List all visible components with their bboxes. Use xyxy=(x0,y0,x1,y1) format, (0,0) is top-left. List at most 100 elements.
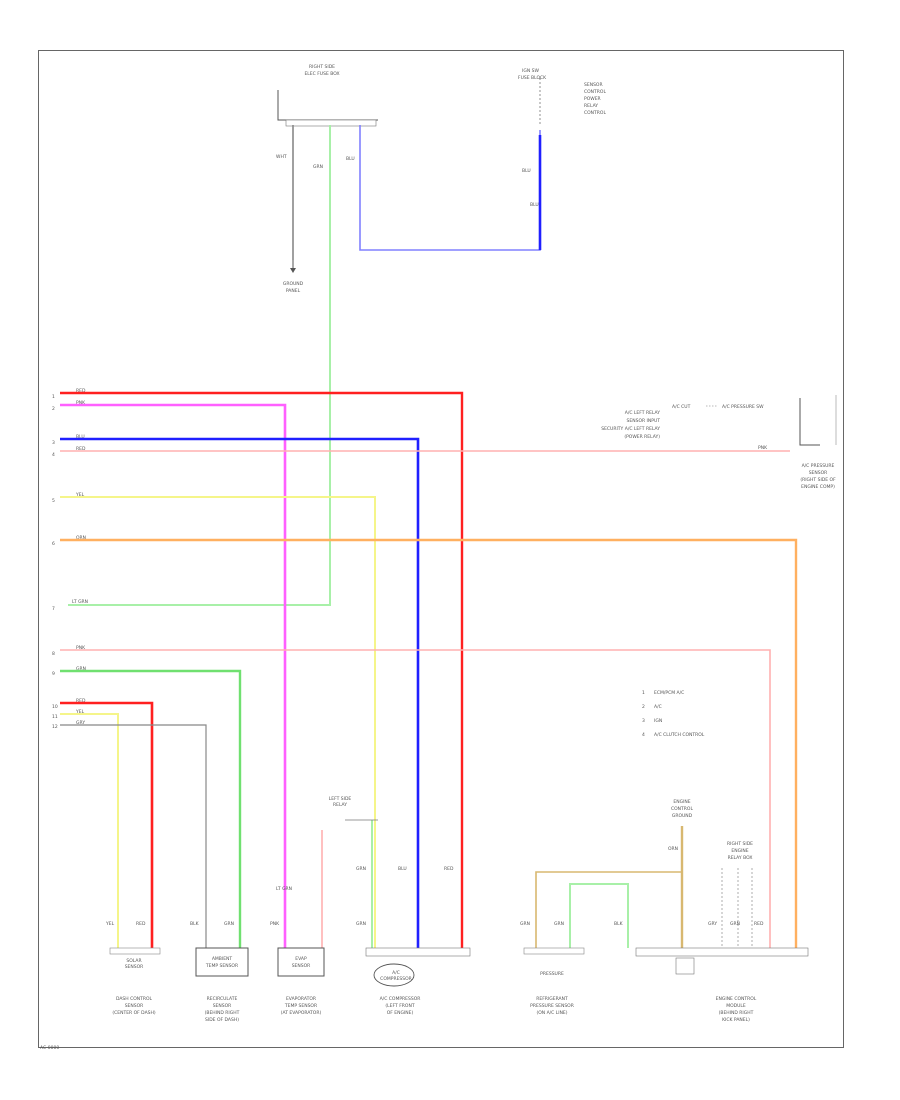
ambient-sensor-line-1: AMBIENT xyxy=(212,956,233,962)
pressure-sensor: PRESSURE REFRIGERANT PRESSURE SENSOR (ON… xyxy=(523,947,585,1016)
pin-10: 10 xyxy=(52,704,58,710)
legend-item-3-text: IGN xyxy=(654,718,662,724)
bottom-label-13: BLK xyxy=(614,921,624,927)
evap-sensor-box xyxy=(277,947,325,977)
bottom-label-11: GRN xyxy=(520,921,530,927)
pin-1: 1 xyxy=(52,394,55,400)
ecm-subconnector xyxy=(675,957,695,975)
ambient-sensor-box xyxy=(195,947,249,977)
bottom-label-17: ORN xyxy=(668,846,678,852)
solar-sensor-line-2: SENSOR xyxy=(125,964,144,970)
ignition-label-1: IGN SW xyxy=(522,68,539,74)
wire-orange-1 xyxy=(60,538,798,948)
switch-label-1: LEFT SIDE xyxy=(329,796,352,802)
pin-8: 8 xyxy=(52,651,55,657)
pin-11: 11 xyxy=(52,714,58,720)
wire-label-5: YEL xyxy=(75,492,85,498)
pressure-sensor-desc-1: REFRIGERANT xyxy=(536,996,568,1002)
pin-3: 3 xyxy=(52,440,55,446)
switch-text-3: (RIGHT SIDE OF xyxy=(800,477,836,483)
evap-sensor-desc-3: (AT EVAPORATOR) xyxy=(281,1010,322,1016)
wire-light-green-loop xyxy=(569,883,629,948)
ambient-sensor-line-2: TEMP SENSOR xyxy=(205,963,238,969)
bottom-label-12: GRN xyxy=(554,921,564,927)
ground-arrow xyxy=(290,268,296,273)
ground-label-1: GROUND xyxy=(283,281,304,287)
ambient-sensor-desc-3: (BEHIND RIGHT xyxy=(205,1010,240,1016)
right-relay-2: ENGINE xyxy=(731,848,748,854)
legend-item-2-text: A/C xyxy=(654,704,662,710)
wire-label-11: YEL xyxy=(75,709,85,715)
wire-label-3: BLU xyxy=(76,434,85,440)
wire-yellow-1 xyxy=(60,496,376,948)
pressure-sensor-connector xyxy=(523,947,585,955)
bottom-label-9: RED xyxy=(444,866,454,872)
ambient-sensor-desc-4: SIDE OF DASH) xyxy=(205,1017,239,1023)
right-relay-3: RELAY BOX xyxy=(728,855,753,861)
page-id: AC-0000 xyxy=(40,1046,60,1051)
ac-compressor: A/C COMPRESSOR A/C COMPRESSOR (LEFT FRON… xyxy=(365,947,471,1016)
compressor-connector xyxy=(365,947,471,957)
engine-ground: ENGINE CONTROL GROUND xyxy=(671,799,693,819)
top-wire-label-5: BLU xyxy=(530,202,539,208)
solar-sensor: SOLAR SENSOR DASH CONTROL SENSOR (CENTER… xyxy=(109,947,161,1016)
ignition-note-3: POWER xyxy=(584,96,601,102)
bottom-label-15: GRN xyxy=(730,921,740,927)
pin-2: 2 xyxy=(52,406,55,412)
ground-label-2: PANEL xyxy=(286,288,301,294)
wire-label-7: LT GRN xyxy=(72,599,88,605)
ambient-sensor: AMBIENT TEMP SENSOR RECIRCULATE SENSOR (… xyxy=(195,947,249,1023)
switch-text-4: ENGINE COMP) xyxy=(801,484,835,490)
right-connector-text-2: SENSOR INPUT xyxy=(627,418,661,424)
top-wire-label-1: WHT xyxy=(276,154,287,160)
pin-6: 6 xyxy=(52,541,55,547)
bottom-label-7: GRN xyxy=(356,866,366,872)
wire-pink-1 xyxy=(60,403,287,948)
legend-line-1: A/C CUT xyxy=(672,404,691,410)
wire-blue-1 xyxy=(60,437,420,948)
compressor-clutch-symbol xyxy=(373,963,415,987)
ambient-sensor-desc-2: SENSOR xyxy=(213,1003,232,1009)
fuse-box-component: RIGHT SIDE ELEC FUSE BOX xyxy=(277,64,378,127)
solar-sensor-desc-2: SENSOR xyxy=(125,1003,144,1009)
engine-control-module: ENGINE CONTROL MODULE (BEHIND RIGHT KICK… xyxy=(635,947,809,1023)
solar-sensor-line-1: SOLAR xyxy=(126,958,141,964)
legend-item-3: 3 xyxy=(642,718,645,724)
ignition-label-2: FUSE BLOCK xyxy=(518,75,547,81)
evap-sensor-line-2: SENSOR xyxy=(292,963,311,969)
bottom-label-16: RED xyxy=(754,921,764,927)
bottom-label-4: GRN xyxy=(224,921,234,927)
wire-yellow-2 xyxy=(60,713,119,948)
bottom-label-10: GRN xyxy=(356,921,366,927)
solar-sensor-desc-1: DASH CONTROL xyxy=(116,996,153,1002)
left-wire-labels: RED PNK BLU RED YEL ORN LT GRN PNK GRN R… xyxy=(72,388,88,726)
top-wire-label-4: BLU xyxy=(522,168,531,174)
wire-label-9: GRN xyxy=(76,666,86,672)
left-pin-labels: 1 2 3 4 5 6 7 8 9 10 11 12 xyxy=(52,394,58,730)
ignition-note-5: CONTROL xyxy=(584,110,606,116)
wire-label-10: RED xyxy=(76,698,86,704)
ecm-desc-3: (BEHIND RIGHT xyxy=(719,1010,754,1016)
compressor-line-1: A/C xyxy=(392,970,400,976)
evap-sensor-desc-1: EVAPORATOR xyxy=(286,996,316,1002)
switch-text-1: A/C PRESSURE xyxy=(802,463,835,469)
diagram-frame xyxy=(38,50,844,1048)
wire-label-12: GRY xyxy=(76,720,85,726)
switch-text-2: SENSOR xyxy=(809,470,828,476)
pin-5: 5 xyxy=(52,498,55,504)
compressor-desc-1: A/C COMPRESSOR xyxy=(380,996,421,1002)
legend-item-1: 1 xyxy=(642,690,645,696)
solar-sensor-connector xyxy=(109,947,161,955)
evap-sensor-desc-2: TEMP SENSOR xyxy=(284,1003,317,1009)
ambient-sensor-desc-1: RECIRCULATE xyxy=(207,996,238,1002)
wire-label-2: PNK xyxy=(76,400,86,406)
pin-4: 4 xyxy=(52,452,55,458)
pin-9: 9 xyxy=(52,671,55,677)
ignition-note-1: SENSOR xyxy=(584,82,603,88)
wire-tan xyxy=(535,871,682,948)
ignition-component: IGN SW FUSE BLOCK SENSOR CONTROL POWER R… xyxy=(518,68,606,125)
fuse-box-label-2: ELEC FUSE BOX xyxy=(304,71,339,77)
bottom-label-5: LT GRN xyxy=(276,886,292,892)
wire-green-1 xyxy=(60,669,242,948)
